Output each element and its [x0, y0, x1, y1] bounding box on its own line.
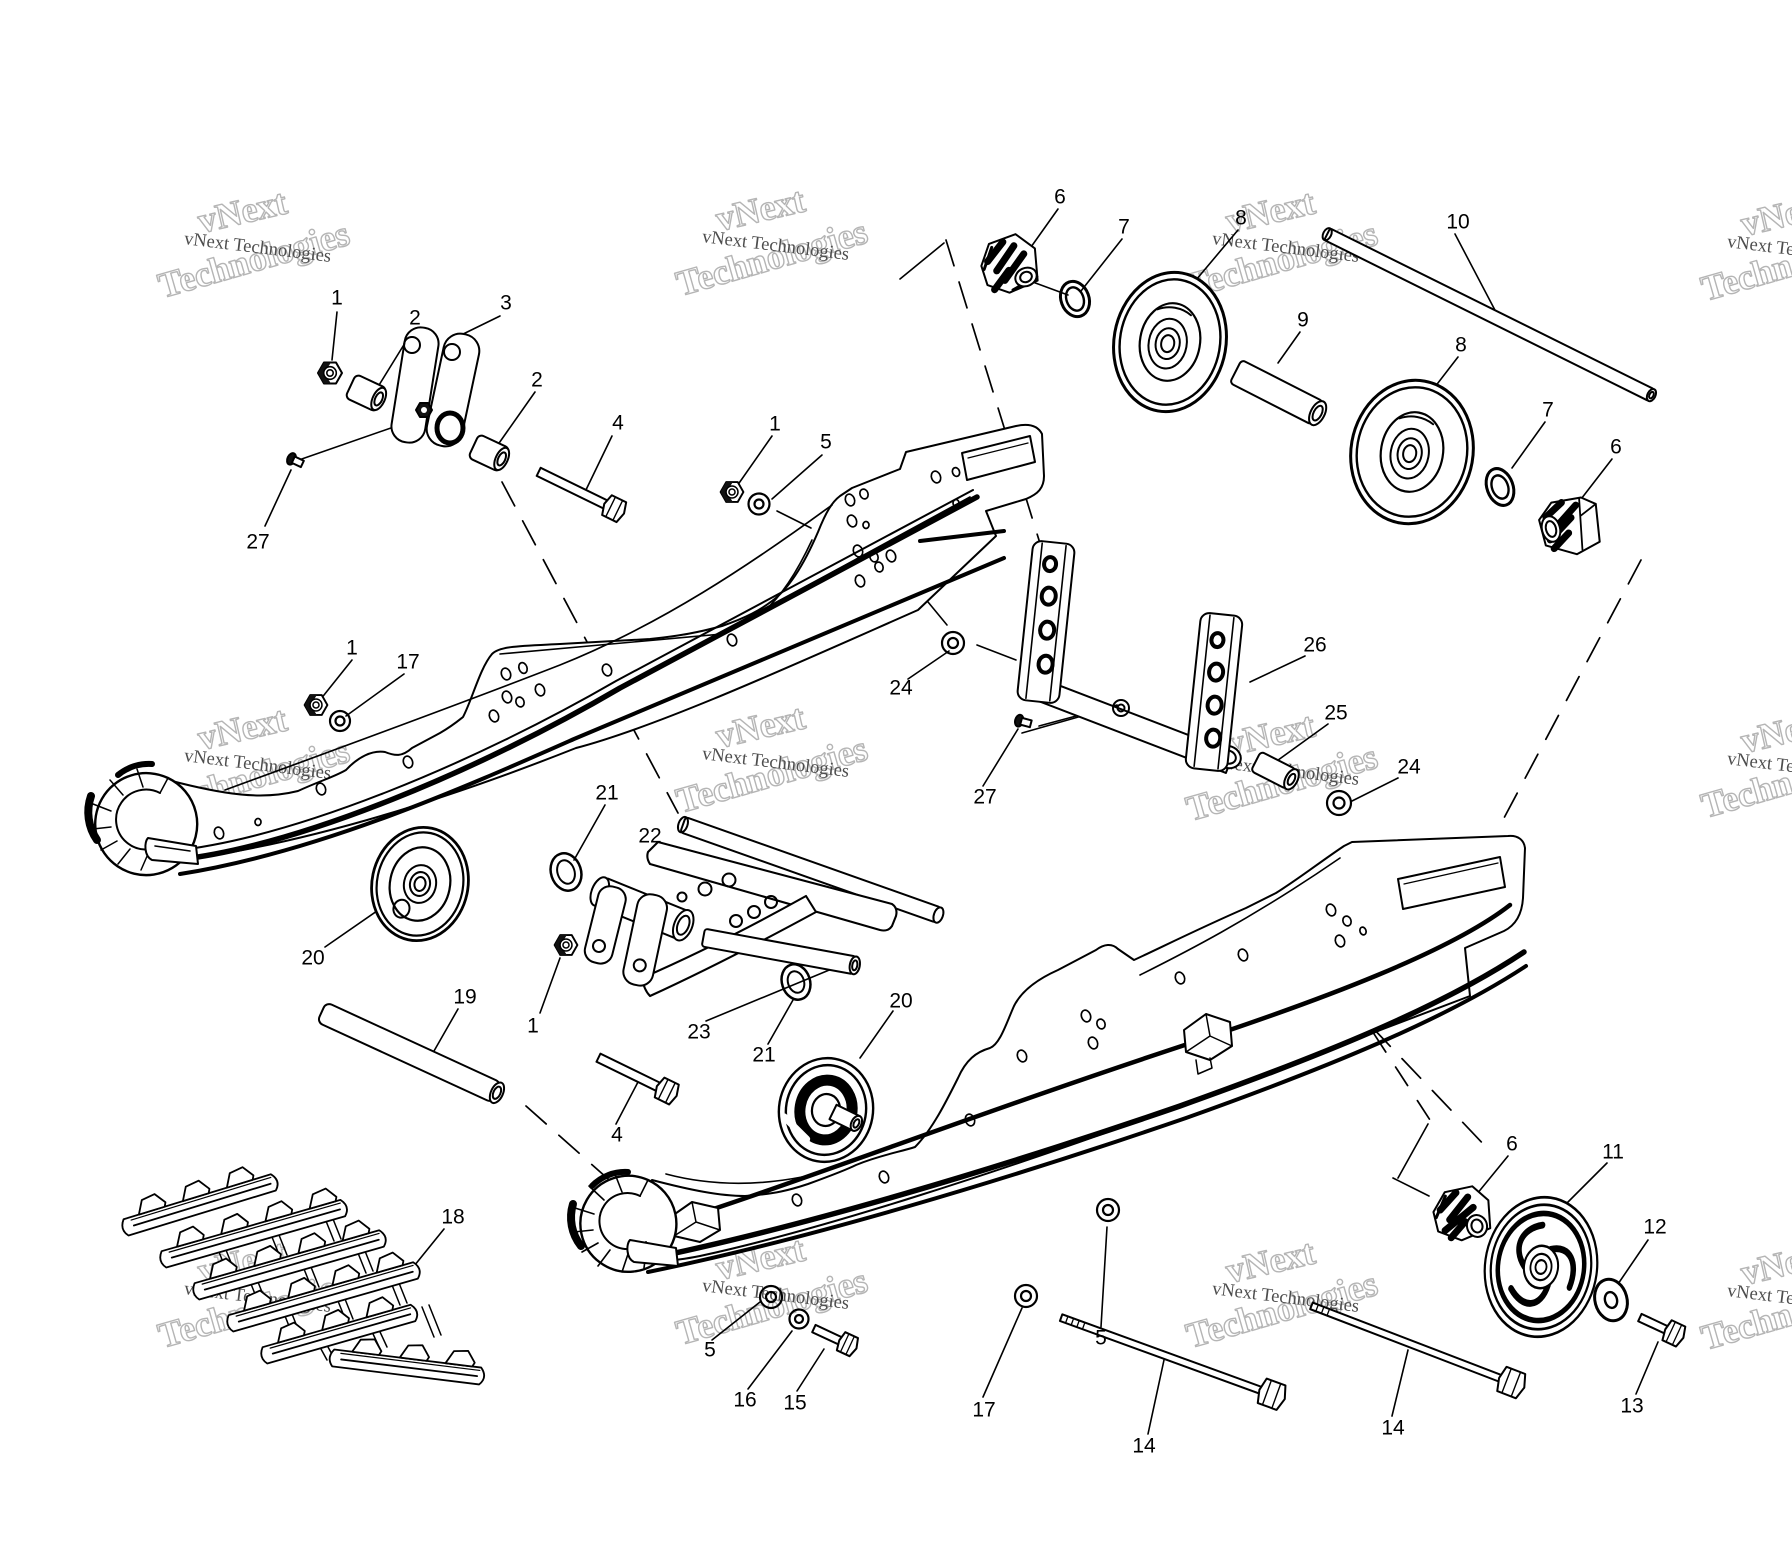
svg-text:1: 1 [331, 287, 343, 310]
svg-text:27: 27 [973, 786, 996, 809]
svg-text:25: 25 [1324, 702, 1347, 725]
svg-text:10: 10 [1446, 211, 1469, 234]
svg-text:21: 21 [595, 782, 618, 805]
svg-text:20: 20 [301, 947, 324, 970]
svg-text:7: 7 [1542, 399, 1554, 422]
svg-text:1: 1 [527, 1015, 539, 1038]
svg-text:8: 8 [1455, 334, 1467, 357]
svg-text:19: 19 [453, 986, 476, 1009]
svg-text:1: 1 [346, 637, 358, 660]
svg-text:8: 8 [1235, 207, 1247, 230]
svg-text:4: 4 [612, 412, 624, 435]
svg-text:14: 14 [1132, 1435, 1156, 1458]
svg-text:6: 6 [1054, 186, 1066, 209]
svg-text:22: 22 [638, 825, 661, 848]
svg-text:20: 20 [889, 990, 912, 1013]
svg-text:1: 1 [769, 413, 781, 436]
svg-text:24: 24 [889, 677, 913, 700]
svg-text:6: 6 [1506, 1133, 1518, 1156]
svg-text:7: 7 [1118, 216, 1130, 239]
svg-text:9: 9 [1297, 309, 1309, 332]
svg-text:24: 24 [1397, 756, 1421, 779]
svg-text:13: 13 [1620, 1395, 1643, 1418]
svg-text:15: 15 [783, 1392, 806, 1415]
svg-text:5: 5 [1095, 1327, 1107, 1350]
svg-text:5: 5 [820, 431, 832, 454]
svg-text:27: 27 [246, 531, 269, 554]
svg-text:12: 12 [1643, 1216, 1666, 1239]
svg-text:14: 14 [1381, 1417, 1405, 1440]
svg-text:23: 23 [687, 1021, 710, 1044]
svg-text:26: 26 [1303, 634, 1326, 657]
svg-text:17: 17 [972, 1399, 995, 1422]
svg-text:6: 6 [1610, 436, 1622, 459]
svg-text:18: 18 [441, 1206, 464, 1229]
svg-text:16: 16 [733, 1389, 756, 1412]
svg-text:11: 11 [1602, 1141, 1624, 1164]
svg-text:3: 3 [500, 292, 512, 315]
svg-text:4: 4 [611, 1124, 623, 1147]
svg-text:2: 2 [409, 307, 421, 330]
svg-text:17: 17 [396, 651, 419, 674]
svg-text:21: 21 [752, 1044, 775, 1067]
svg-text:5: 5 [704, 1339, 716, 1362]
svg-text:2: 2 [531, 369, 543, 392]
